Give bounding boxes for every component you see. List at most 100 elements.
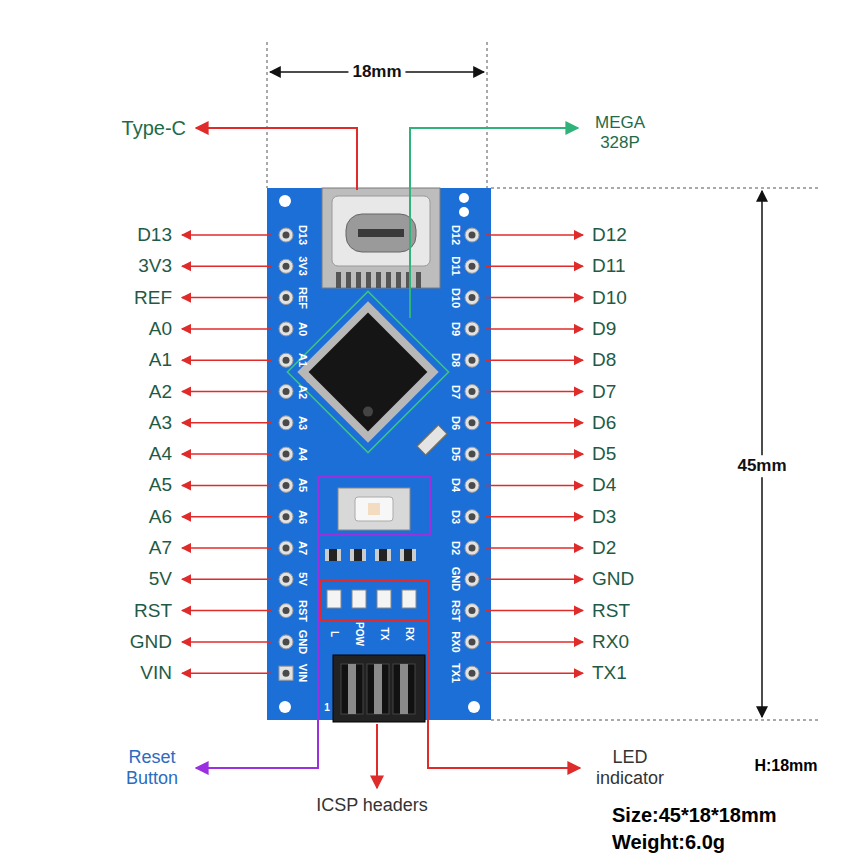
pin-leader — [486, 547, 583, 549]
pin-pad — [465, 322, 479, 336]
pin-leader — [182, 610, 272, 612]
pin-leader — [182, 516, 272, 518]
pin-name: D5 — [592, 443, 616, 465]
pin-name: A7 — [149, 537, 172, 559]
pin-leader — [182, 359, 272, 361]
pin-leader — [182, 547, 272, 549]
callout-label: ICSP headers — [316, 795, 428, 816]
silkscreen-label: D6 — [450, 416, 463, 430]
pin-name: D11 — [592, 255, 625, 277]
pin-leaders — [182, 235, 583, 673]
pin-pad — [465, 572, 479, 586]
pin-pad — [279, 353, 293, 367]
usb-c-connector — [322, 188, 440, 288]
pin-name: D3 — [592, 506, 616, 528]
silkscreen-label: D2 — [450, 541, 463, 555]
pin-pad — [279, 385, 293, 399]
pin-pad — [465, 510, 479, 524]
silkscreen-label: D13 — [297, 225, 310, 245]
pin-name: D13 — [137, 224, 172, 246]
spec-note: Size:45*18*18mm — [612, 804, 777, 827]
pin-name: D7 — [592, 381, 616, 403]
pin-name: RX0 — [592, 631, 629, 653]
pin-leader — [182, 422, 272, 424]
silkscreen-label: A4 — [297, 447, 310, 461]
pin-name: D6 — [592, 412, 616, 434]
pin-leader — [486, 672, 583, 674]
pin-leader — [486, 266, 583, 268]
icsp-header — [333, 655, 425, 722]
silkscreen-label: REF — [297, 287, 310, 309]
pin-name: D12 — [592, 224, 627, 246]
callout-label: Type-C — [122, 117, 186, 140]
pin-pad — [465, 291, 479, 305]
pin-leader — [182, 297, 272, 299]
callout-label: Reset Button — [110, 747, 194, 788]
pin-leader — [182, 672, 272, 674]
pin-pad — [279, 510, 293, 524]
pin-pad — [279, 478, 293, 492]
pin-pad — [279, 322, 293, 336]
pin-pad — [279, 291, 293, 305]
reset-button — [338, 488, 410, 530]
silkscreen-label: A1 — [297, 353, 310, 367]
pin-name: REF — [134, 287, 172, 309]
reset-highlight — [318, 477, 430, 535]
pin-name: D2 — [592, 537, 616, 559]
silkscreen-label: A2 — [297, 384, 310, 398]
callout-label: LED indicator — [582, 747, 678, 788]
pin-name: GND — [592, 568, 634, 590]
dimension-label: 45mm — [733, 455, 790, 477]
mega328p-chip — [287, 291, 448, 452]
pin-pad — [465, 228, 479, 242]
pin-pad — [465, 353, 479, 367]
resistors — [325, 549, 416, 561]
silkscreen-label: RST — [297, 600, 310, 622]
pin-name: RST — [134, 600, 172, 622]
pin-name: RST — [592, 600, 630, 622]
pin-leader — [486, 297, 583, 299]
pin-name: D9 — [592, 318, 616, 340]
pin-pad — [465, 447, 479, 461]
silkscreen-label: TX — [378, 628, 390, 641]
leds — [327, 590, 416, 608]
dimension-label: 18mm — [348, 61, 405, 83]
silkscreen-label: VIN — [297, 664, 310, 682]
pin-name: A6 — [149, 506, 172, 528]
silkscreen-label: RX0 — [450, 631, 463, 652]
silkscreen-label: 3V3 — [297, 257, 310, 277]
pin-leader — [486, 234, 583, 236]
pin-name: GND — [130, 631, 172, 653]
silkscreen-label: D9 — [450, 322, 463, 336]
pin-leader — [182, 328, 272, 330]
silkscreen-label: D7 — [450, 384, 463, 398]
silkscreen-label: A5 — [297, 478, 310, 492]
pin-pad — [279, 572, 293, 586]
callout-label: MEGA 328P — [584, 113, 656, 152]
silkscreen-label: TX1 — [450, 663, 463, 683]
chip-leader — [410, 128, 578, 318]
silkscreen-label: POW — [353, 622, 365, 646]
pin-pad — [465, 541, 479, 555]
silkscreen-label: D8 — [450, 353, 463, 367]
typec-leader — [196, 128, 357, 190]
pin-pad — [279, 447, 293, 461]
silkscreen-label: D3 — [450, 510, 463, 524]
pin-pad — [465, 604, 479, 618]
spec-note: Weight:6.0g — [612, 831, 725, 854]
pin-name: A5 — [149, 474, 172, 496]
silkscreen-label: L — [328, 631, 340, 637]
silkscreen-label: GND — [450, 567, 463, 591]
silkscreen-label: A7 — [297, 541, 310, 555]
pin-name: D4 — [592, 474, 616, 496]
silkscreen-label: D11 — [450, 257, 463, 277]
silkscreen-label: D4 — [450, 478, 463, 492]
pin-leader — [486, 359, 583, 361]
pin-pad — [279, 228, 293, 242]
pin-pad — [465, 416, 479, 430]
pin-pad — [279, 541, 293, 555]
pin-leader — [486, 610, 583, 612]
pin-leader — [182, 641, 272, 643]
pin-pad — [279, 416, 293, 430]
pin-name: VIN — [140, 662, 172, 684]
